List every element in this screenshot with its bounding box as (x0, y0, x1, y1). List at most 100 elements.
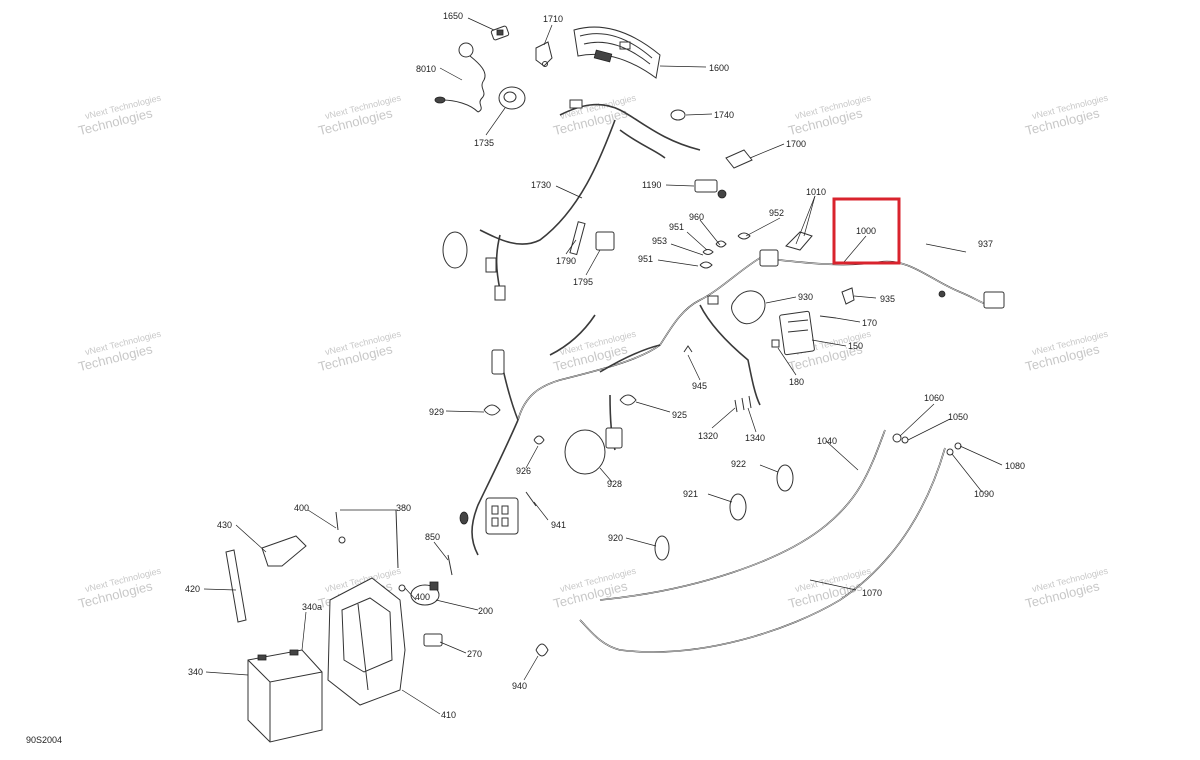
callout-1050[interactable]: 1050 (948, 412, 968, 422)
watermark: vNext Technologies Technologies (1024, 566, 1110, 612)
part-929-tie (483, 404, 501, 416)
callout-929[interactable]: 929 (429, 407, 444, 417)
watermark: vNext Technologies Technologies (77, 566, 163, 612)
callout-180[interactable]: 180 (789, 377, 804, 387)
part-270-connector (423, 633, 443, 647)
callout-1795[interactable]: 1795 (573, 277, 593, 287)
callout-926[interactable]: 926 (516, 466, 531, 476)
part-380-bolt (395, 509, 399, 569)
callout-1080[interactable]: 1080 (1005, 461, 1025, 471)
part-150-module (779, 310, 815, 356)
part-400-washer (338, 536, 346, 544)
callout-850[interactable]: 850 (425, 532, 440, 542)
callout-930[interactable]: 930 (798, 292, 813, 302)
callout-951[interactable]: 951 (669, 222, 684, 232)
watermark: vNext Technologies Technologies (317, 93, 403, 139)
part-8010-lanyard (434, 42, 486, 113)
part-1700-connector (725, 149, 753, 169)
part-921-tie (729, 493, 747, 521)
callout-340a[interactable]: 340a (302, 602, 322, 612)
callout-8010[interactable]: 8010 (416, 64, 436, 74)
callout-270[interactable]: 270 (467, 649, 482, 659)
part-1010-bracket (785, 231, 813, 251)
callout-1650[interactable]: 1650 (443, 11, 463, 21)
callout-1000[interactable]: 1000 (856, 226, 876, 236)
callout-1060[interactable]: 1060 (924, 393, 944, 403)
watermark: vNext Technologies Technologies (317, 329, 403, 375)
callout-150[interactable]: 150 (848, 341, 863, 351)
part-1710-bracket (535, 41, 553, 67)
callout-1190[interactable]: 1190 (642, 180, 661, 190)
callout-941[interactable]: 941 (551, 520, 566, 530)
callout-1735[interactable]: 1735 (474, 138, 494, 148)
callout-430[interactable]: 430 (217, 520, 232, 530)
callout-937[interactable]: 937 (978, 239, 993, 249)
callout-200[interactable]: 200 (478, 606, 493, 616)
part-170-screw (819, 315, 837, 319)
callout-1790[interactable]: 1790 (556, 256, 576, 266)
part-925-tie (619, 394, 637, 406)
part-850-bolt (447, 554, 453, 576)
callout-945[interactable]: 945 (692, 381, 707, 391)
callout-labels: 1650 1710 1600 8010 1735 1740 1700 1730 … (185, 11, 1025, 720)
callout-340[interactable]: 340 (188, 667, 203, 677)
part-410-tray (327, 577, 406, 706)
callout-1700[interactable]: 1700 (786, 139, 806, 149)
callout-928[interactable]: 928 (607, 479, 622, 489)
callout-952[interactable]: 952 (769, 208, 784, 218)
callout-1070[interactable]: 1070 (862, 588, 882, 598)
part-1000-main-harness (471, 249, 1005, 556)
part-180-grommet (771, 339, 780, 348)
callout-380[interactable]: 380 (396, 503, 411, 513)
watermark: vNext Technologies Technologies (552, 93, 638, 139)
callout-1710[interactable]: 1710 (543, 14, 563, 24)
part-1790-fuse (569, 221, 586, 256)
callout-1320[interactable]: 1320 (698, 431, 718, 441)
watermark: vNext Technologies Technologies (1024, 329, 1110, 375)
callout-400[interactable]: 400 (294, 503, 309, 513)
part-1040-cable (599, 429, 886, 601)
watermark: vNext Technologies Technologies (552, 329, 638, 375)
part-935-clip (841, 287, 855, 305)
callout-420[interactable]: 420 (185, 584, 200, 594)
callout-935[interactable]: 935 (880, 294, 895, 304)
callout-951[interactable]: 951 (638, 254, 653, 264)
callout-920[interactable]: 920 (608, 533, 623, 543)
part-fuse-box (459, 497, 519, 535)
watermark: vNext Technologies Technologies (77, 329, 163, 375)
callout-953[interactable]: 953 (652, 236, 667, 246)
part-930-loop (731, 290, 766, 325)
callout-960[interactable]: 960 (689, 212, 704, 222)
callout-940[interactable]: 940 (512, 681, 527, 691)
callout-1740[interactable]: 1740 (714, 110, 734, 120)
part-940-tie (535, 643, 549, 657)
callout-1730[interactable]: 1730 (531, 180, 551, 190)
callout-1600[interactable]: 1600 (709, 63, 729, 73)
part-1060-nut (892, 433, 902, 443)
callout-400[interactable]: 400 (415, 592, 430, 602)
part-1190-relay (694, 179, 727, 199)
part-1730-upper-harness (442, 99, 701, 301)
callout-1040[interactable]: 1040 (817, 436, 837, 446)
callout-410[interactable]: 410 (441, 710, 456, 720)
watermark: vNext Technologies Technologies (77, 93, 163, 139)
callout-925[interactable]: 925 (672, 410, 687, 420)
highlight-box-1000[interactable] (832, 197, 901, 265)
part-1600-gauge-cluster (573, 26, 661, 79)
part-1795-module (595, 231, 615, 251)
watermark: vNext Technologies Technologies (552, 566, 638, 612)
callout-921[interactable]: 921 (683, 489, 698, 499)
part-1070-cable (579, 447, 946, 653)
callout-1090[interactable]: 1090 (974, 489, 994, 499)
part-1050-bolt (901, 436, 909, 444)
callout-1340[interactable]: 1340 (745, 433, 765, 443)
part-400b-washer (398, 584, 406, 592)
callout-922[interactable]: 922 (731, 459, 746, 469)
callout-170[interactable]: 170 (862, 318, 877, 328)
part-1090-washer (946, 448, 954, 456)
part-926-tie (533, 435, 545, 445)
part-400-bolt (335, 511, 339, 531)
callout-1010[interactable]: 1010 (806, 187, 826, 197)
parts (225, 25, 1005, 743)
